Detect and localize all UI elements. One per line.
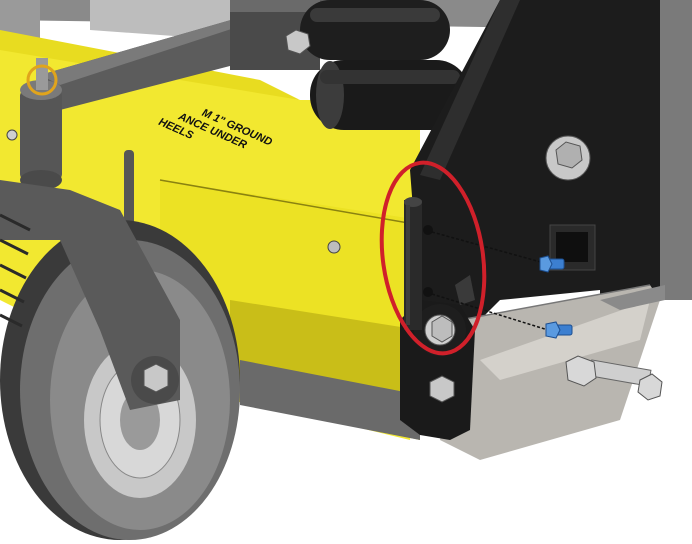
tire-treads — [0, 213, 31, 328]
skid-shoe — [440, 284, 665, 460]
lower-blue-bolt-icon — [545, 321, 573, 339]
clevis-plate — [400, 300, 475, 440]
axle-hex-bolt — [143, 363, 169, 393]
side-bracket — [410, 0, 660, 330]
blue-bolts — [431, 231, 573, 339]
tube-frame — [40, 0, 330, 110]
lynch-pin-ring-icon — [26, 64, 58, 96]
frame-hex-bolt — [285, 29, 311, 55]
rollers — [300, 0, 470, 130]
callout-ellipse — [379, 160, 487, 356]
skid-hex-bolt — [565, 355, 663, 401]
caster-wheel — [0, 58, 240, 540]
pivot-pin — [404, 197, 433, 330]
upper-blue-bolt-icon — [539, 255, 565, 273]
deck-rivet-icon — [327, 240, 341, 254]
bracket-hex-bolt — [555, 141, 583, 169]
